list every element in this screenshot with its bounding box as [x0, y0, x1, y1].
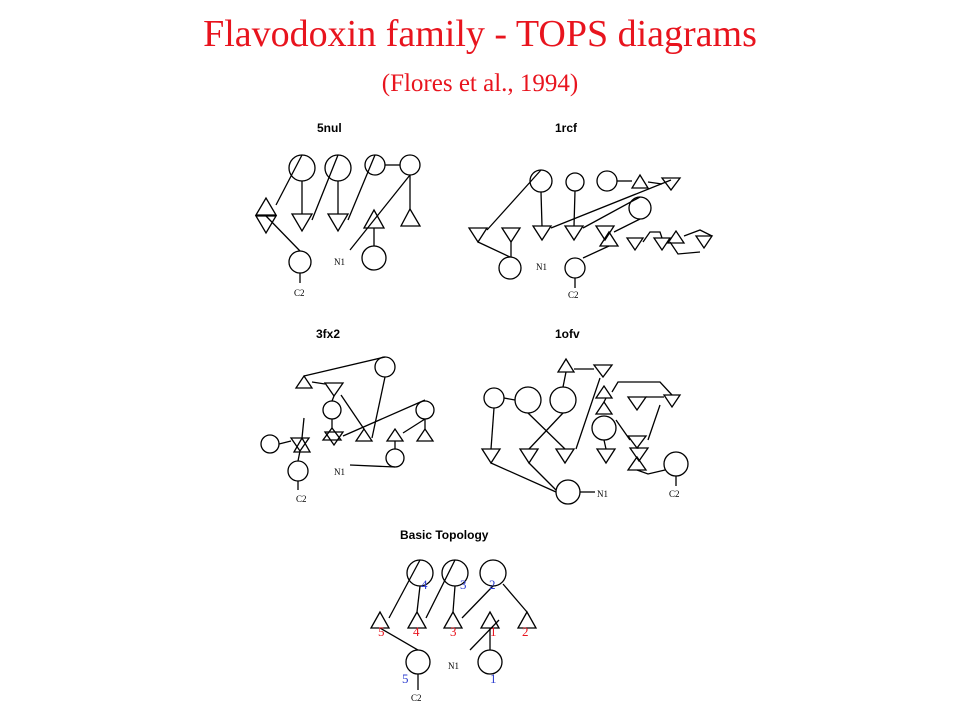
c-terminus-label: C2 [669, 489, 680, 499]
helix-number: 3 [460, 577, 467, 592]
helix-number: 2 [489, 577, 496, 592]
n-terminus-label: N1 [448, 661, 459, 671]
diagram-3fx2: 3fx2 [260, 327, 435, 504]
diagram-label: 3fx2 [316, 327, 340, 341]
n-terminus-label: N1 [334, 467, 345, 477]
diagram-label: Basic Topology [400, 528, 489, 542]
diagram-label: 5nul [317, 121, 342, 135]
n-terminus-label: N1 [597, 489, 608, 499]
diagram-label: 1ofv [555, 327, 580, 341]
c-terminus-label: C2 [296, 494, 307, 504]
helix-number: 4 [421, 577, 428, 592]
diagram-label: 1rcf [555, 121, 578, 135]
slide-title: Flavodoxin family - TOPS diagrams [203, 13, 757, 55]
diagram-1ofv: 1ofv [480, 327, 689, 505]
diagram-basic-topology: Basic Topology 4 3 2 5 [369, 528, 538, 703]
c-terminus-label: C2 [568, 290, 579, 300]
c-terminus-label: C2 [294, 288, 305, 298]
strand-number: 4 [413, 624, 420, 639]
c-terminus-label: C2 [411, 693, 422, 703]
strand-number: 3 [450, 624, 457, 639]
helix-number: 5 [402, 671, 409, 686]
diagram-5nul: 5nul [254, 121, 422, 298]
strand-number: 1 [490, 624, 497, 639]
strand-number: 2 [522, 624, 529, 639]
diagram-1rcf: 1rcf [467, 121, 714, 300]
n-terminus-label: N1 [536, 262, 547, 272]
slide-subtitle: (Flores et al., 1994) [381, 70, 579, 97]
helix-number: 1 [490, 671, 497, 686]
strand-number: 5 [378, 624, 385, 639]
n-terminus-label: N1 [334, 257, 345, 267]
